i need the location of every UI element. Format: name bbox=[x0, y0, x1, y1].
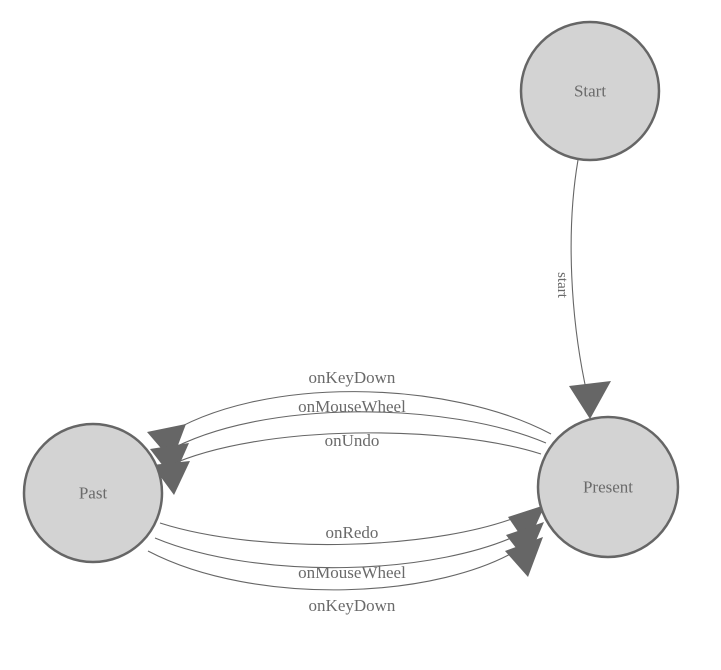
node-start[interactable]: Start bbox=[519, 20, 661, 162]
edge-undo-arrowhead bbox=[152, 461, 190, 495]
edge-keydown-upper-path bbox=[162, 391, 552, 438]
node-present-circle bbox=[536, 415, 680, 559]
node-past-circle bbox=[22, 422, 164, 564]
node-present[interactable]: Present bbox=[536, 415, 680, 559]
edge-start-path bbox=[570, 159, 589, 399]
edge-undo[interactable]: onUndo bbox=[152, 431, 542, 495]
edge-mousewheel-lower-label: onMouseWheel bbox=[298, 563, 406, 582]
node-past[interactable]: Past bbox=[22, 422, 164, 564]
edge-mousewheel-upper-arrowhead bbox=[150, 443, 189, 479]
edge-keydown-lower[interactable]: onKeyDown bbox=[147, 537, 543, 615]
node-start-label: Start bbox=[574, 82, 606, 101]
edge-keydown-lower-path bbox=[147, 545, 525, 591]
edge-mousewheel-lower[interactable]: onMouseWheel bbox=[154, 522, 544, 582]
node-past-label: Past bbox=[79, 484, 108, 503]
edge-mousewheel-lower-path bbox=[154, 530, 527, 569]
edge-keydown-lower-arrowhead bbox=[505, 537, 543, 577]
edge-undo-path bbox=[167, 432, 542, 467]
edge-mousewheel-upper[interactable]: onMouseWheel bbox=[150, 397, 547, 479]
node-start-circle bbox=[519, 20, 661, 162]
edge-redo[interactable]: onRedo bbox=[159, 505, 545, 546]
edge-mousewheel-upper-path bbox=[165, 411, 547, 453]
edge-start-arrowhead bbox=[569, 381, 611, 419]
edge-keydown-upper-arrowhead bbox=[147, 424, 186, 461]
edge-mousewheel-lower-arrowhead bbox=[506, 522, 544, 562]
edge-redo-arrowhead bbox=[508, 505, 545, 545]
edge-keydown-lower-label: onKeyDown bbox=[309, 596, 396, 615]
edge-keydown-upper-label: onKeyDown bbox=[309, 368, 396, 387]
edge-mousewheel-upper-label: onMouseWheel bbox=[298, 397, 406, 416]
node-present-label: Present bbox=[583, 478, 633, 497]
edge-undo-label: onUndo bbox=[325, 431, 380, 450]
edge-keydown-upper[interactable]: onKeyDown bbox=[147, 368, 552, 461]
edge-redo-label: onRedo bbox=[326, 523, 379, 542]
edge-redo-path bbox=[159, 512, 528, 546]
edge-start[interactable]: start bbox=[554, 159, 611, 419]
edge-start-label: start bbox=[554, 272, 570, 299]
